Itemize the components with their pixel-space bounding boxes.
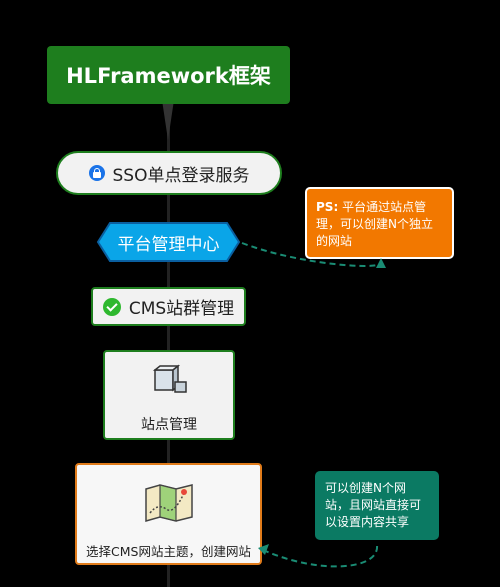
lock-icon	[88, 165, 105, 181]
flow-spine	[167, 103, 170, 587]
connector-share	[262, 544, 379, 568]
share-note: 可以创建N个网站，且网站直接可以设置内容共享	[315, 471, 439, 540]
title-text: HLFramework框架	[66, 64, 271, 88]
platform-center-label: 平台管理中心	[117, 234, 220, 255]
hexagon-shape	[96, 222, 241, 262]
connector-ps-arrowhead	[376, 258, 386, 268]
site-management-label: 站点管理	[141, 417, 197, 433]
title-node: HLFramework框架	[47, 46, 290, 104]
box-icon	[152, 364, 187, 393]
ps-note-prefix: PS:	[316, 200, 339, 214]
sso-node: SSO单点登录服务	[56, 151, 282, 195]
map-icon	[145, 484, 193, 522]
theme-label: 选择CMS网站主题，创建网站	[86, 544, 251, 559]
connector-ps	[241, 242, 382, 267]
sso-label: SSO单点登录服务	[112, 165, 250, 186]
check-circle-icon	[102, 297, 121, 316]
cms-node: CMS站群管理	[91, 287, 246, 326]
ps-note-text: 平台通过站点管理，可以创建N个独立的网站	[316, 200, 433, 248]
theme-node: 选择CMS网站主题，创建网站	[75, 463, 262, 565]
share-note-text: 可以创建N个网站，且网站直接可以设置内容共享	[325, 481, 422, 529]
spine-arrow	[162, 100, 174, 140]
ps-note: PS: 平台通过站点管理，可以创建N个独立的网站	[305, 187, 454, 259]
site-management-node: 站点管理	[103, 350, 235, 440]
cms-label: CMS站群管理	[128, 299, 235, 319]
platform-center-node: 平台管理中心	[96, 221, 241, 263]
connector-share-arrowhead	[258, 544, 269, 555]
